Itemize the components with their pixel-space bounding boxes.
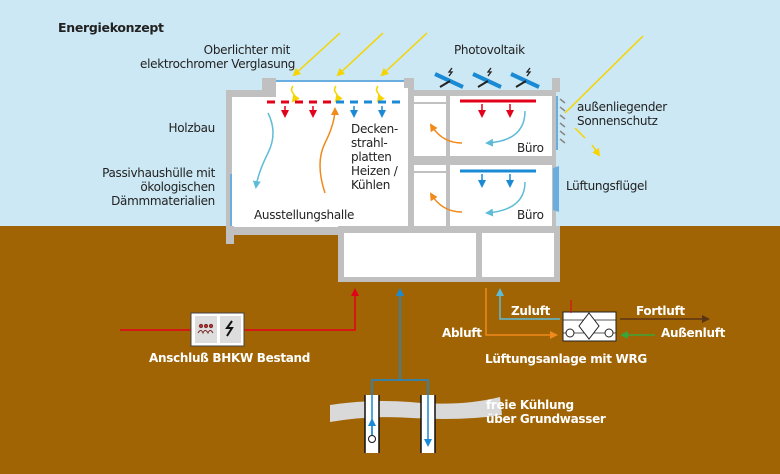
abluft-duct — [485, 288, 558, 339]
label-buero-upper: Büro — [517, 141, 544, 155]
lightning-bolt-icon — [447, 67, 454, 77]
sun-rays — [290, 32, 644, 157]
label-line: Dämmmaterialien — [111, 194, 215, 208]
label-passivhaus: Passivhaushülle mit ökologischen Dämmmat… — [90, 166, 215, 208]
buero-oben-room — [450, 96, 552, 156]
roof-step — [262, 78, 276, 92]
zuluft-duct — [496, 288, 560, 320]
label-line: freie Kühlung — [486, 398, 574, 412]
building — [226, 78, 566, 282]
label-line: platten — [351, 150, 392, 164]
corridor-bottom-small — [414, 165, 446, 171]
pv-panel — [434, 67, 464, 89]
heat-recovery-icon — [578, 312, 600, 340]
lightning-bolt-icon — [525, 67, 532, 77]
skylight-zone — [276, 82, 404, 92]
label-sonnenschutz: außenliegender Sonnenschutz — [577, 100, 667, 128]
groundwater-loop — [371, 379, 432, 447]
diagram-title: Energiekonzept — [58, 20, 164, 35]
basement-room-right — [482, 233, 554, 277]
warm-air-flow-office-lower — [429, 192, 463, 213]
pv-panel — [510, 67, 540, 89]
label-line: elektrochromer Verglasung — [140, 57, 296, 71]
basement-room-left — [344, 233, 476, 277]
label-line: strahl- — [351, 136, 388, 150]
chp-unit-icon — [195, 316, 217, 343]
label-abluft: Abluft — [442, 326, 482, 340]
label-photovoltaik: Photovoltaik — [454, 43, 525, 57]
heat-recovery-unit — [562, 300, 617, 342]
buero-unten-room — [450, 165, 552, 227]
warm-air-flow-office-upper — [429, 123, 463, 144]
photovoltaic-panels — [434, 67, 540, 89]
label-line: Decken- — [351, 122, 398, 136]
ventilation-flap — [553, 166, 559, 212]
label-line: über Grundwasser — [486, 412, 606, 426]
corridor-top — [414, 104, 446, 156]
pv-panel — [472, 67, 502, 89]
foundation-lip — [226, 226, 234, 244]
label-lueftungsanlage: Lüftungsanlage mit WRG — [485, 352, 647, 366]
label-deckenstrahlplatten: Decken- strahl- platten Heizen / Kühlen — [351, 122, 398, 192]
cool-air-flow-office-upper — [485, 110, 526, 147]
pump-icon — [368, 435, 376, 443]
label-line: ökologischen — [140, 180, 215, 194]
bhkw-unit — [190, 312, 245, 347]
warm-air-flow-hall — [319, 107, 339, 194]
skylight-room-fill — [276, 88, 408, 100]
label-aussenluft: Außenluft — [661, 326, 726, 340]
external-sun-shade — [556, 96, 566, 150]
label-holzbau: Holzbau — [168, 121, 216, 135]
office-roof-post — [552, 78, 560, 92]
label-kuehlung: freie Kühlung über Grundwasser — [486, 398, 606, 426]
label-lueftungsfluegel: Lüftungsflügel — [566, 179, 648, 193]
label-ausstellungshalle: Ausstellungshalle — [254, 208, 355, 222]
cool-air-flow-hall — [252, 112, 274, 189]
label-line: außenliegender — [577, 100, 667, 114]
label-line: Heizen / — [351, 164, 398, 178]
label-oberlichter: Oberlichter mit elektrochromer Verglasun… — [140, 43, 296, 71]
label-bhkw: Anschluß BHKW Bestand — [149, 351, 311, 365]
corridor-bottom — [414, 173, 446, 227]
label-buero-lower: Büro — [517, 208, 544, 222]
label-line: Kühlen — [351, 178, 391, 192]
label-line: Oberlichter mit — [203, 43, 291, 57]
corridor-top-small — [414, 96, 446, 102]
label-line: Sonnenschutz — [577, 114, 658, 128]
label-line: Passivhaushülle mit — [102, 166, 215, 180]
label-fortluft: Fortluft — [636, 304, 685, 318]
label-zuluft: Zuluft — [511, 304, 551, 318]
roof-step-right — [404, 78, 414, 92]
cool-air-flow-office-lower — [485, 181, 526, 217]
ceiling-panels-hall — [267, 100, 404, 118]
lightning-bolt-icon — [486, 67, 493, 77]
